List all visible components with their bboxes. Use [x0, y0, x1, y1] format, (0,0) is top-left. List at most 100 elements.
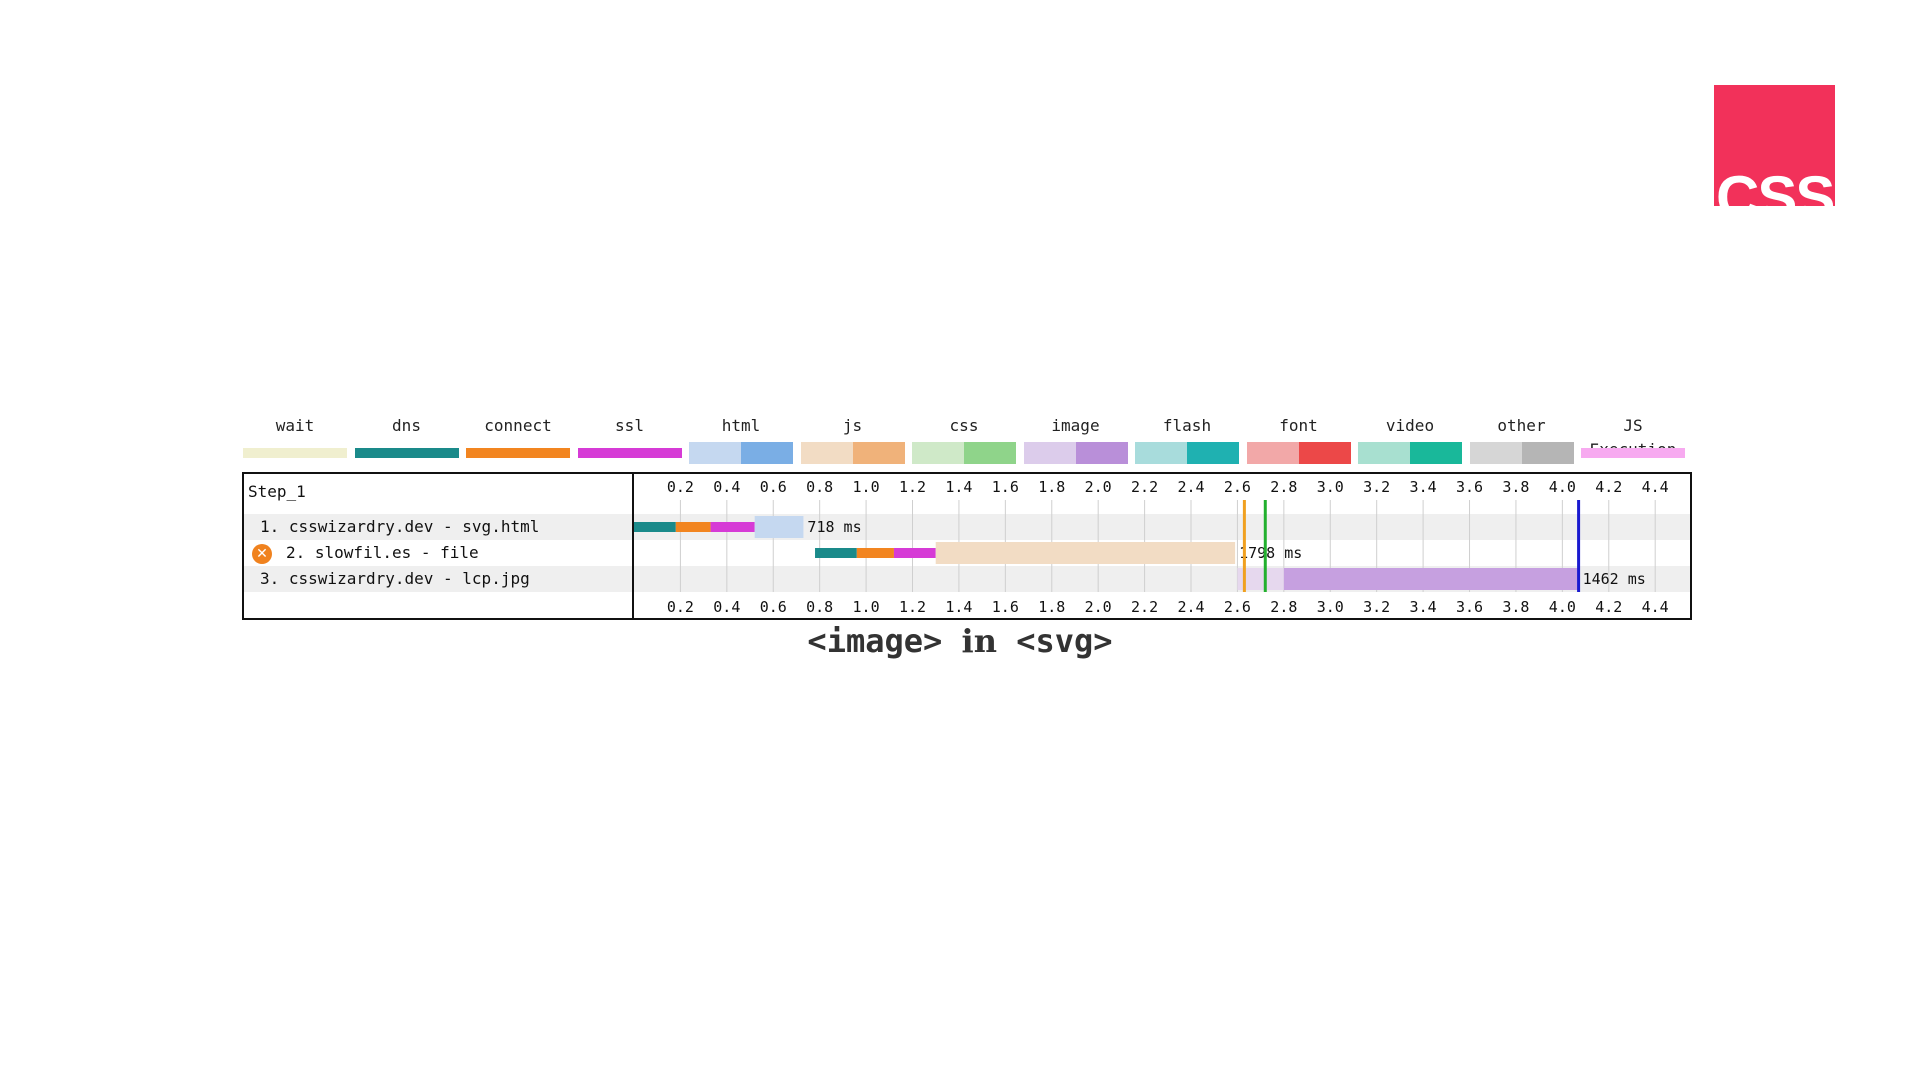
tick-label-bottom: 1.6: [992, 598, 1019, 616]
legend-item: connect: [466, 414, 570, 458]
tick-label-top: 1.8: [1038, 478, 1065, 496]
legend-swatch: [354, 448, 459, 458]
bar-segment-connect: [675, 522, 711, 532]
step-label: Step_1: [248, 482, 306, 501]
bar-segment-ssl: [710, 522, 755, 532]
legend-label: connect: [484, 416, 552, 435]
tick-label-bottom: 2.8: [1270, 598, 1297, 616]
legend-item: html: [689, 414, 793, 464]
tick-label-bottom: 2.4: [1177, 598, 1204, 616]
duration-label: 1462 ms: [1583, 570, 1646, 588]
legend-item: dns: [354, 414, 459, 458]
bar-segment-dns: [815, 548, 857, 558]
css-logo-text: CSS: [1716, 164, 1835, 207]
legend-label: flash: [1162, 416, 1212, 435]
tick-label-bottom: 4.4: [1642, 598, 1669, 616]
legend-item: css: [912, 414, 1016, 464]
css-logo: CSS: [1714, 85, 1835, 206]
caption-image-tag: <image>: [807, 622, 943, 660]
tick-label-top: 0.6: [760, 478, 787, 496]
tick-label-bottom: 2.2: [1131, 598, 1158, 616]
tick-label-bottom: 0.6: [760, 598, 787, 616]
error-icon: ✕: [252, 544, 272, 564]
bar-segment-js: [935, 542, 1236, 564]
tick-label-top: 0.4: [713, 478, 740, 496]
tick-label-bottom: 3.2: [1363, 598, 1390, 616]
legend-item: video: [1358, 414, 1462, 464]
bar-segment-html: [754, 516, 804, 538]
request-row[interactable]: ✕ 2. slowfil.es - file: [244, 540, 632, 566]
legend-swatch: [243, 448, 347, 458]
tick-label-top: 3.6: [1456, 478, 1483, 496]
legend-item: wait: [243, 414, 347, 458]
legend-label: image: [1051, 416, 1100, 435]
request-label: 1. csswizardry.dev - svg.html: [260, 517, 540, 536]
tick-label-top: 3.0: [1317, 478, 1344, 496]
legend-swatch: [1023, 442, 1128, 464]
legend-label: js: [842, 416, 863, 435]
tick-label-bottom: 1.0: [853, 598, 880, 616]
tick-label-top: 2.8: [1270, 478, 1297, 496]
tick-label-top: 1.0: [853, 478, 880, 496]
tick-label-top: 4.4: [1642, 478, 1669, 496]
bar-segment-wait: [1237, 568, 1284, 590]
legend-swatch: [800, 442, 905, 464]
legend-swatch: [466, 448, 570, 458]
legend-swatch: [1581, 448, 1685, 458]
legend-item: flash: [1135, 414, 1239, 464]
bar-segment-connect: [856, 548, 894, 558]
tick-label-top: 3.4: [1410, 478, 1437, 496]
legend-item: JS Execution: [1581, 414, 1685, 459]
legend-label: wait: [275, 416, 315, 435]
request-row[interactable]: 3. csswizardry.dev - lcp.jpg: [244, 566, 632, 592]
tick-label-bottom: 3.4: [1410, 598, 1437, 616]
tick-label-top: 1.2: [899, 478, 926, 496]
tick-label-bottom: 1.4: [945, 598, 972, 616]
request-list: Step_1 1. csswizardry.dev - svg.html ✕ 2…: [244, 474, 632, 618]
legend-swatch: [1135, 442, 1239, 464]
legend-swatch: [912, 442, 1016, 464]
tick-label-bottom: 3.8: [1502, 598, 1529, 616]
caption-svg-tag: <svg>: [1016, 622, 1113, 660]
tick-label-bottom: 4.2: [1595, 598, 1622, 616]
tick-label-bottom: 0.4: [713, 598, 740, 616]
tick-label-bottom: 3.6: [1456, 598, 1483, 616]
tick-label-top: 2.2: [1131, 478, 1158, 496]
request-row[interactable]: 1. csswizardry.dev - svg.html: [244, 514, 632, 540]
row-stripe: [244, 514, 1690, 540]
legend-swatch: [689, 442, 793, 464]
request-label: 3. csswizardry.dev - lcp.jpg: [260, 569, 530, 588]
tick-label-top: 2.6: [1224, 478, 1251, 496]
column-divider: [632, 474, 634, 618]
legend-label: other: [1497, 416, 1546, 435]
waterfall-plot: 0.2 0.2 0.4 0.4 0.6 0.6 0.8 0.8 1.0 1.0 1.2 1.2 1.4 1…: [634, 478, 1669, 616]
duration-label: 718 ms: [807, 518, 861, 536]
tick-label-top: 2.4: [1177, 478, 1204, 496]
legend-label: font: [1279, 416, 1318, 435]
bar-segment-dns: [634, 522, 676, 532]
caption-in: in: [961, 622, 997, 660]
tick-label-bottom: 3.0: [1317, 598, 1344, 616]
tick-label-bottom: 0.8: [806, 598, 833, 616]
caption: <image> in <svg>: [0, 622, 1920, 660]
duration-label: 1798 ms: [1239, 544, 1302, 562]
legend-swatch: [1246, 442, 1351, 464]
legend-swatch: [1469, 442, 1574, 464]
legend-item: font: [1246, 414, 1351, 464]
legend-label: css: [949, 416, 979, 435]
tick-label-top: 0.8: [806, 478, 833, 496]
tick-label-bottom: 1.8: [1038, 598, 1065, 616]
tick-label-top: 0.2: [667, 478, 694, 496]
tick-label-bottom: 1.2: [899, 598, 926, 616]
tick-label-bottom: 4.0: [1549, 598, 1576, 616]
tick-label-top: 3.2: [1363, 478, 1390, 496]
bar-segment-image: [1283, 568, 1579, 590]
legend-label: video: [1385, 416, 1435, 435]
tick-label-bottom: 0.2: [667, 598, 694, 616]
tick-label-top: 1.4: [945, 478, 972, 496]
tick-label-top: 2.0: [1085, 478, 1112, 496]
tick-label-top: 1.6: [992, 478, 1019, 496]
request-label: 2. slowfil.es - file: [286, 543, 479, 562]
legend-swatch: [1358, 442, 1462, 464]
bar-segment-ssl: [893, 548, 936, 558]
